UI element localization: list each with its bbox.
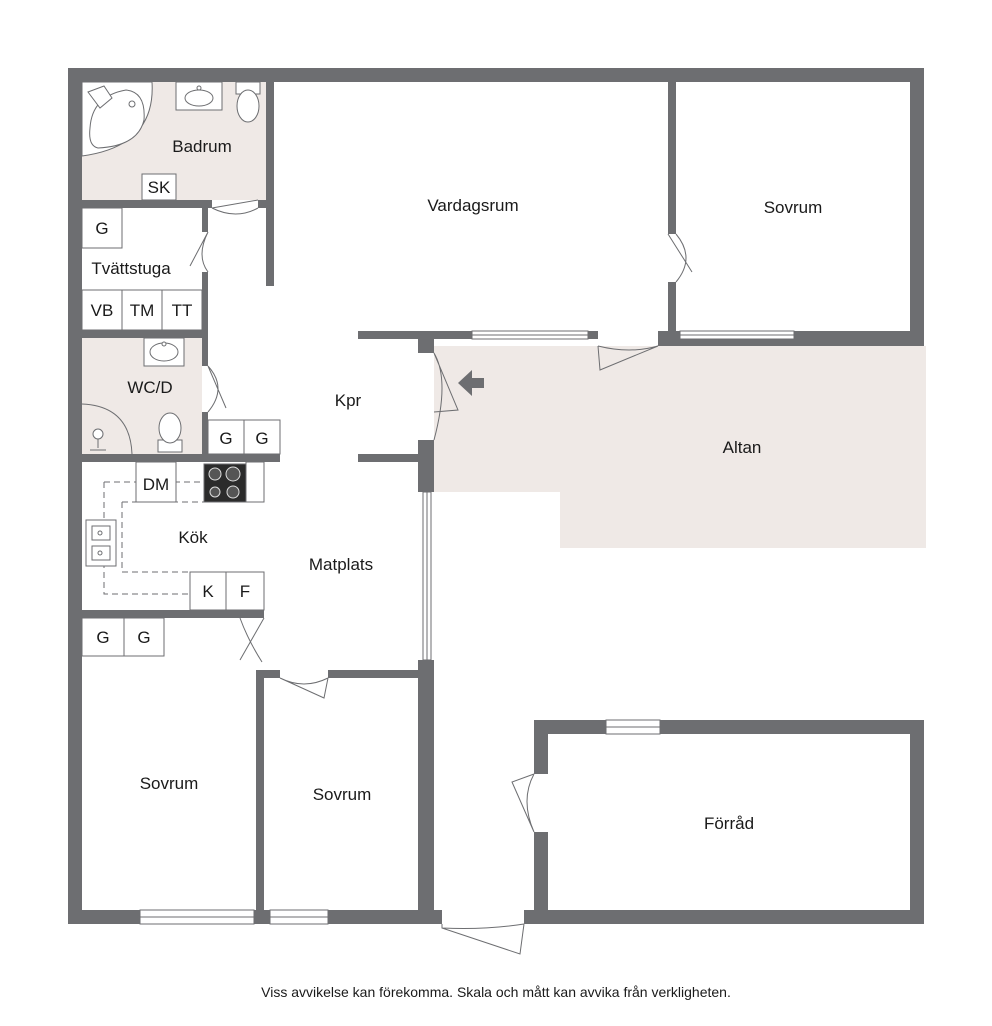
door-tvattstuga [189,231,209,273]
room-label-altan: Altan [723,438,762,457]
wall-kpr-step [358,454,434,462]
wall-kpr-right-b [418,440,434,492]
wall-wcd-bottom [82,454,280,462]
wall-matplats-right [418,660,434,924]
room-label-vardagsrum: Vardagsrum [427,196,518,215]
entrance-arrow-icon [458,370,484,396]
counter-outline [103,481,264,595]
box-k: K [202,582,214,601]
box-g-sov-2: G [137,628,150,647]
box-g-hall-2: G [255,429,268,448]
wall-vardagsrum-right [668,82,676,234]
room-label-forrad: Förråd [704,814,754,833]
wall-forrad-bottom [524,910,924,924]
wall-outer-bottom-left [68,910,442,924]
wcd-fixtures [81,337,185,455]
wall-outer-right [910,68,924,346]
box-g-sov-1: G [96,628,109,647]
windows [139,330,795,925]
altan-floor [434,346,926,548]
room-label-wcd: WC/D [127,378,172,397]
wall-sovrum-s-top-a [256,670,280,678]
door-kok [239,617,265,663]
room-label-kok: Kök [178,528,208,547]
room-label-sovrum-sw: Sovrum [140,774,199,793]
wall-badrum-right [266,82,274,206]
fixture-boxes: SK G VB TM TT G G DM K F G G [81,173,281,657]
door-wcd [207,365,227,413]
walls [68,68,924,924]
room-label-sovrum-ne: Sovrum [764,198,823,217]
wall-forrad-right [910,720,924,924]
door-vardagsrum [667,233,693,283]
wall-forrad-left [534,720,548,774]
wall-tvatt-right [202,208,208,232]
box-sk: SK [148,178,171,197]
doors [189,199,693,955]
box-dm: DM [143,475,169,494]
wall-sovrum-s-top [328,670,434,678]
door-entrance [441,923,525,955]
wall-forrad-left-b [534,832,548,924]
wall-outer-left [68,68,82,924]
room-label-sovrum-s: Sovrum [313,785,372,804]
box-tm: TM [130,301,155,320]
wall-tvatt-right-b [202,272,208,338]
door-kpr [433,352,459,441]
wall-forrad-top [534,720,924,734]
room-label-matplats: Matplats [309,555,373,574]
room-label-badrum: Badrum [172,137,232,156]
wall-tvatt-bottom [82,330,208,338]
counter-cell [245,461,265,503]
wall-badrum-bottom [82,200,212,208]
box-g-tvatt: G [95,219,108,238]
door-forrad [511,773,535,833]
wall-kok-bottom-b [240,610,264,618]
kitchen-fixtures [85,461,265,595]
shower-icon [81,403,133,455]
door-altan [597,345,659,371]
wall-vardagsrum-right-b [668,282,676,346]
door-badrum [211,199,259,215]
box-g-hall-1: G [219,429,232,448]
wall-vardagsrum-bottom-b [658,331,676,346]
counter-cell [135,461,177,503]
wall-hall-left-stub [266,200,274,286]
room-label-tvattstuga: Tvättstuga [91,259,171,278]
box-tt: TT [172,301,193,320]
wall-kpr-right [418,331,434,353]
wall-kok-bottom [82,610,264,618]
wall-wcd-right-b [202,412,208,456]
box-vb: VB [91,301,114,320]
disclaimer-text: Viss avvikelse kan förekomma. Skala och … [261,984,731,1000]
wall-sovrum-divider [256,670,264,924]
box-f: F [240,582,250,601]
wall-wcd-right [202,338,208,366]
room-labels: Badrum Tvättstuga WC/D Kök Vardagsrum So… [91,137,822,833]
badrum-fixtures [81,81,261,157]
door-sovrum-s [279,677,329,699]
room-label-kpr: Kpr [335,391,362,410]
wall-outer-top [68,68,924,82]
